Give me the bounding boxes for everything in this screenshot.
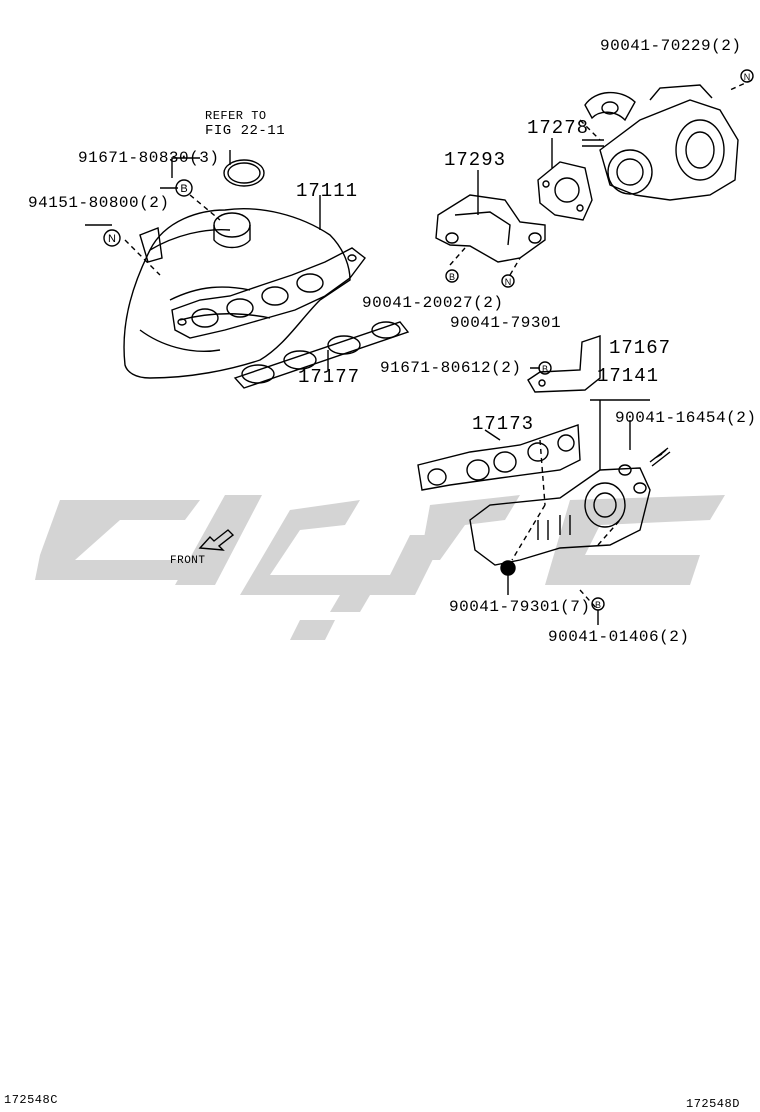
turbocharger	[582, 84, 739, 201]
label-17173: 17173	[472, 413, 535, 435]
dashed-leaders	[124, 79, 753, 611]
label-17177: 17177	[298, 366, 361, 388]
label-90041-70229: 90041-70229(2)	[600, 37, 742, 55]
gasket-ring	[223, 159, 265, 187]
label-17167: 17167	[609, 337, 672, 359]
label-90041-01406: 90041-01406(2)	[548, 628, 690, 646]
gasket-ring-inner	[227, 162, 261, 184]
marker-circle-b-3	[538, 361, 552, 375]
marker-b-3: B	[542, 364, 548, 374]
stud-bolt	[649, 447, 671, 467]
marker-b-1: B	[180, 183, 187, 195]
turbo-gasket-17278	[537, 161, 593, 221]
label-17293: 17293	[444, 149, 507, 171]
marker-b-4: B	[595, 600, 601, 610]
marker-b-2: B	[449, 272, 455, 282]
label-91671-80830: 91671-80830(3)	[78, 149, 220, 167]
marker-circle-b-2	[445, 269, 459, 283]
marker-circle-n-2	[740, 69, 754, 83]
marker-circle-b-1	[175, 179, 193, 197]
manifold-gasket-17177	[233, 321, 410, 389]
label-refer-to: REFER TO	[205, 109, 267, 123]
manifold-flange	[171, 247, 366, 339]
marker-n-2: N	[744, 72, 751, 82]
marker-circle-n-1	[103, 229, 121, 247]
exhaust-manifold-17141	[469, 464, 651, 566]
exhaust-manifold-insulator	[123, 208, 351, 379]
label-91671-80612: 91671-80612(2)	[380, 359, 522, 377]
label-17141: 17141	[597, 365, 660, 387]
watermark-logo	[35, 495, 725, 640]
turbo-insulator-17293	[435, 194, 546, 263]
diagram-code-right: 172548D	[686, 1097, 740, 1111]
label-94151-80800: 94151-80800(2)	[28, 194, 170, 212]
marker-circle-b-4	[591, 597, 605, 611]
label-17111: 17111	[296, 180, 359, 202]
leader-lines	[85, 138, 650, 625]
bracket-17167	[527, 335, 601, 393]
label-fig-ref: FIG 22-11	[205, 123, 286, 139]
diagram-code-left: 172548C	[4, 1093, 58, 1107]
label-front: FRONT	[170, 555, 206, 567]
label-90041-16454: 90041-16454(2)	[615, 409, 757, 427]
exhaust-gasket-17173	[417, 424, 581, 491]
nut-part	[500, 560, 516, 576]
label-90041-79301-top: 90041-79301	[450, 314, 562, 332]
marker-n-1: N	[108, 233, 116, 245]
front-arrow-icon	[198, 529, 235, 551]
label-17278: 17278	[527, 117, 590, 139]
marker-circle-n-3	[501, 274, 515, 288]
label-90041-79301-bottom: 90041-79301(7)	[449, 598, 591, 616]
marker-n-3: N	[505, 277, 512, 287]
label-90041-20027: 90041-20027(2)	[362, 294, 504, 312]
